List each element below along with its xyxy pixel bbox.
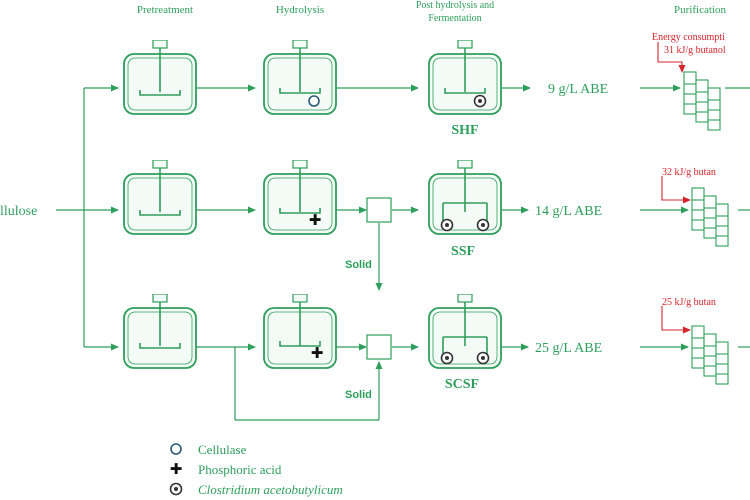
row1-energy-value: 31 kJ/g butanol <box>664 45 726 56</box>
legend-phosphoric-acid: Phosphoric acid <box>198 462 282 477</box>
row3-separator <box>366 334 392 360</box>
row1-process-label: SHF <box>451 123 478 138</box>
legend-cellulase: Cellulase <box>198 442 247 457</box>
phosphoric-acid-icon: ✚ <box>311 345 324 362</box>
header-purification: Purification <box>674 4 726 16</box>
row2-pretreatment-vessel <box>123 160 197 235</box>
row2-energy-label: 32 kJ/g butan <box>662 167 716 178</box>
row1-purification-columns <box>683 71 721 131</box>
row2-process-label: SSF <box>451 244 475 259</box>
header-hydrolysis: Hydrolysis <box>276 4 324 16</box>
header-pretreatment: Pretreatment <box>137 4 193 16</box>
row3-process-label: SCSF <box>445 377 479 392</box>
header-fermentation-line1: Post hydrolysis and <box>416 0 494 11</box>
solid-label-row2: Solid <box>345 259 372 271</box>
row1-energy-label: Energy consumpti <box>652 32 725 43</box>
row1-energy-arrow <box>657 42 686 73</box>
row2-hydrolysis-vessel: ✚ <box>263 160 337 235</box>
row3-hydrolysis-vessel: ✚ <box>263 294 337 369</box>
cellulase-icon <box>308 95 320 107</box>
row3-pretreatment-vessel <box>123 294 197 369</box>
row3-purification-columns <box>691 325 729 385</box>
phosphoric-acid-icon: ✚ <box>309 212 322 229</box>
cellulase-icon <box>170 443 182 455</box>
row1-hydrolysis-vessel <box>263 40 337 115</box>
row3-energy-label: 25 kJ/g butan <box>662 297 716 308</box>
legend: Cellulase ✚ Phosphoric acid Clostridium … <box>169 442 343 497</box>
row2-energy-arrow <box>661 176 691 204</box>
header-fermentation-line2: Fermentation <box>428 13 481 24</box>
row3-output-label: 25 g/L ABE <box>535 341 602 356</box>
legend-clostridium: Clostridium acetobutylicum <box>198 482 343 497</box>
row1-output-label: 9 g/L ABE <box>548 82 608 97</box>
row1-fermentation-vessel <box>428 40 502 115</box>
row3-energy-arrow <box>661 306 691 334</box>
row2-separator <box>366 197 392 223</box>
row3-fermentation-vessel <box>428 294 502 369</box>
feed-label: llulose <box>0 204 37 219</box>
row1-pretreatment-vessel <box>123 40 197 115</box>
phosphoric-acid-icon: ✚ <box>170 461 183 478</box>
solid-label-row3: Solid <box>345 389 372 401</box>
row2-output-label: 14 g/L ABE <box>535 204 602 219</box>
row2-purification-columns <box>691 187 729 247</box>
row2-fermentation-vessel <box>428 160 502 235</box>
